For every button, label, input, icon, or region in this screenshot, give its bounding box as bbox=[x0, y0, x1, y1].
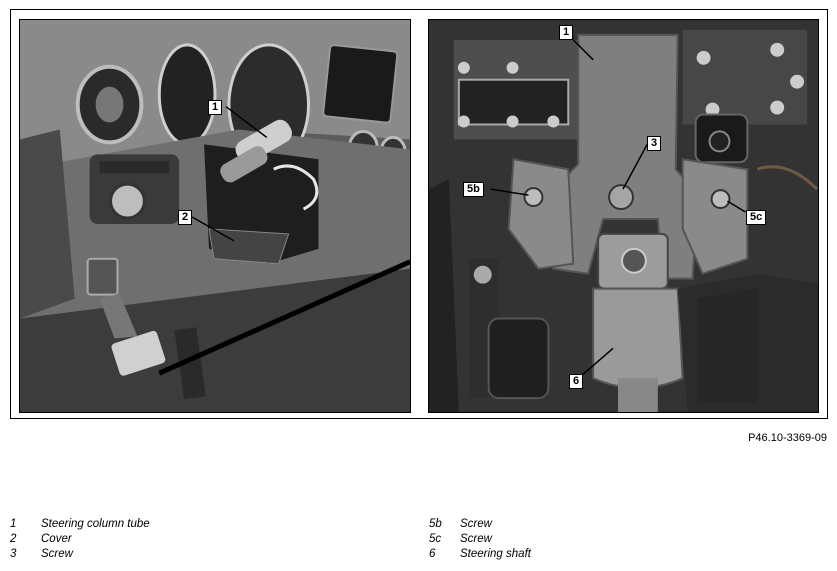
legend-number: 5c bbox=[429, 533, 442, 545]
legend-number: 6 bbox=[429, 548, 436, 560]
legend-label: Screw bbox=[460, 518, 492, 530]
legend-number: 2 bbox=[10, 533, 17, 545]
callout-2-left: 2 bbox=[178, 210, 193, 225]
callout-5b-right: 5b bbox=[463, 182, 484, 197]
legend-label: Steering shaft bbox=[460, 548, 531, 560]
legend-item: 6 Steering shaft bbox=[429, 547, 531, 562]
legend-label: Screw bbox=[41, 548, 73, 560]
callout-5c-right: 5c bbox=[746, 210, 767, 225]
legend-item: 1 Steering column tube bbox=[10, 517, 150, 532]
callout-3-right: 3 bbox=[647, 136, 662, 151]
steering-column-photo: 1 3 5b 5c 6 bbox=[428, 19, 819, 413]
legend-number: 5b bbox=[429, 518, 442, 530]
legend-item: 3 Screw bbox=[10, 547, 150, 562]
legend-number: 3 bbox=[10, 548, 17, 560]
steering-column-illustration bbox=[429, 20, 818, 412]
dashboard-illustration bbox=[20, 20, 410, 412]
legend-label: Cover bbox=[41, 533, 72, 545]
legend-left: 1 Steering column tube 2 Cover 3 Screw bbox=[10, 517, 150, 562]
legend-label: Steering column tube bbox=[41, 518, 150, 530]
callout-6-right: 6 bbox=[569, 374, 584, 389]
legend-item: 5c Screw bbox=[429, 532, 531, 547]
legend-item: 2 Cover bbox=[10, 532, 150, 547]
callout-1-left: 1 bbox=[208, 100, 223, 115]
legend-item: 5b Screw bbox=[429, 517, 531, 532]
dashboard-photo: 1 2 bbox=[19, 19, 411, 413]
figure-code: P46.10-3369-09 bbox=[748, 432, 827, 444]
callout-1-right: 1 bbox=[559, 25, 574, 40]
legend-number: 1 bbox=[10, 518, 17, 530]
legend-right: 5b Screw 5c Screw 6 Steering shaft bbox=[429, 517, 531, 562]
legend-label: Screw bbox=[460, 533, 492, 545]
